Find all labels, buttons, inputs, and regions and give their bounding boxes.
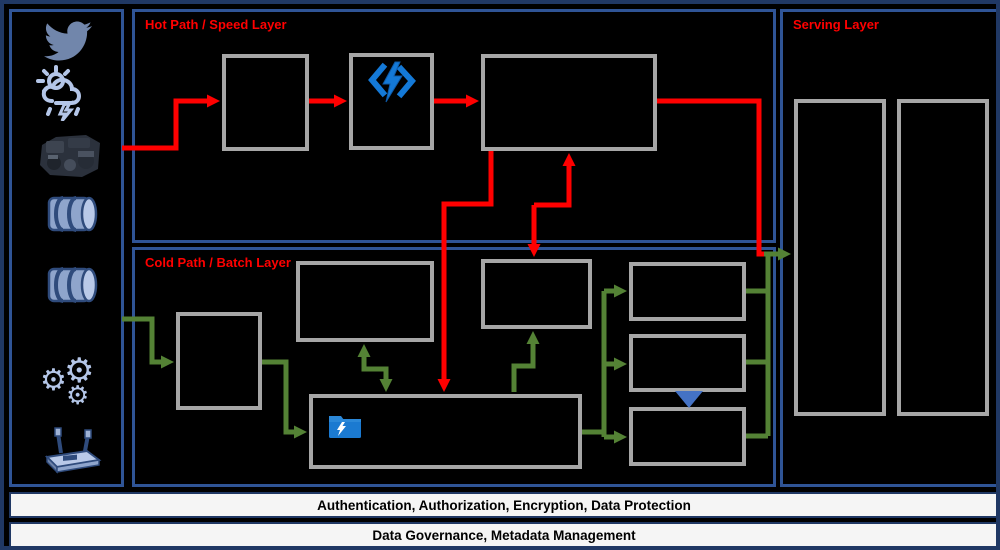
serving-layer-title: Serving Layer (793, 17, 879, 32)
data-lake-folder-icon (327, 411, 363, 446)
engine-photo-icon (34, 130, 106, 182)
hot-path-title: Hot Path / Speed Layer (145, 17, 287, 32)
hot-box-3 (481, 54, 657, 151)
hot-box-1 (222, 54, 309, 151)
stacked-box-1 (629, 262, 746, 321)
security-bar: Authentication, Authorization, Encryptio… (9, 492, 996, 518)
cold-box-2 (296, 261, 434, 342)
iot-device-icon (38, 424, 104, 476)
cold-path-title: Cold Path / Batch Layer (145, 255, 291, 270)
stacked-box-2 (629, 334, 746, 392)
azure-functions-icon (353, 60, 430, 104)
funnel-icon (675, 391, 703, 408)
serving-box-2 (897, 99, 989, 416)
weather-data-icon (32, 64, 106, 122)
cold-box-1 (176, 312, 262, 410)
database-icon-2 (42, 262, 100, 308)
data-sources-panel: ⚙ ⚙ ⚙ (9, 9, 124, 487)
security-bar-label: Authentication, Authorization, Encryptio… (317, 497, 691, 513)
governance-bar-label: Data Governance, Metadata Management (372, 527, 636, 543)
data-lake-box (309, 394, 582, 469)
gears-icon: ⚙ ⚙ ⚙ (40, 352, 95, 410)
stacked-box-3 (629, 407, 746, 466)
twitter-icon (34, 16, 102, 66)
cold-box-3 (481, 259, 592, 329)
serving-box-1 (794, 99, 886, 416)
database-icon (42, 192, 100, 236)
hot-box-2 (349, 53, 434, 150)
governance-bar: Data Governance, Metadata Management (9, 522, 996, 546)
